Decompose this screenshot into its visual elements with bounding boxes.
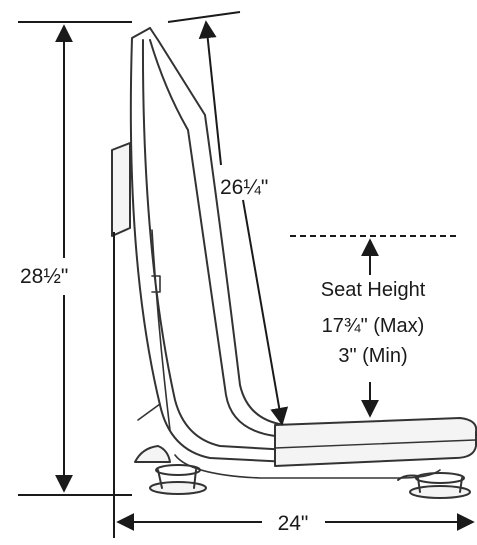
lift-mechanism-rod — [151, 229, 171, 431]
seat-height-dimension — [290, 235, 458, 418]
backrest-outer-frame — [129, 27, 291, 463]
seat-height-min: 3" (Min) — [338, 345, 407, 367]
rear-foot — [397, 472, 471, 499]
back-length-label: 26¼" — [220, 176, 268, 199]
back-length-dimension — [167, 11, 289, 426]
seat-height-max: 17¾" (Max) — [322, 315, 425, 337]
backrest-front-frame — [149, 27, 286, 426]
bath-lift-chair-illustration — [111, 27, 477, 499]
width-label: 24" — [278, 512, 309, 535]
back-arrow-lower — [242, 199, 289, 426]
height-dimension — [18, 21, 132, 496]
back-top-extension-line — [167, 11, 241, 23]
seat-height-title: Seat Height — [321, 279, 426, 301]
side-strap — [137, 403, 161, 421]
motor-housing — [111, 142, 131, 237]
width-dimension — [113, 232, 475, 538]
back-arrow-upper — [198, 20, 222, 166]
backrest-inner-line — [141, 39, 291, 451]
height-label: 28½" — [20, 265, 68, 288]
backrest-inner-line-2 — [149, 39, 276, 437]
lift-mechanism-clip — [151, 275, 161, 293]
seat-edge-line — [274, 439, 476, 449]
seat-pad — [274, 417, 477, 467]
front-foot — [134, 445, 207, 495]
